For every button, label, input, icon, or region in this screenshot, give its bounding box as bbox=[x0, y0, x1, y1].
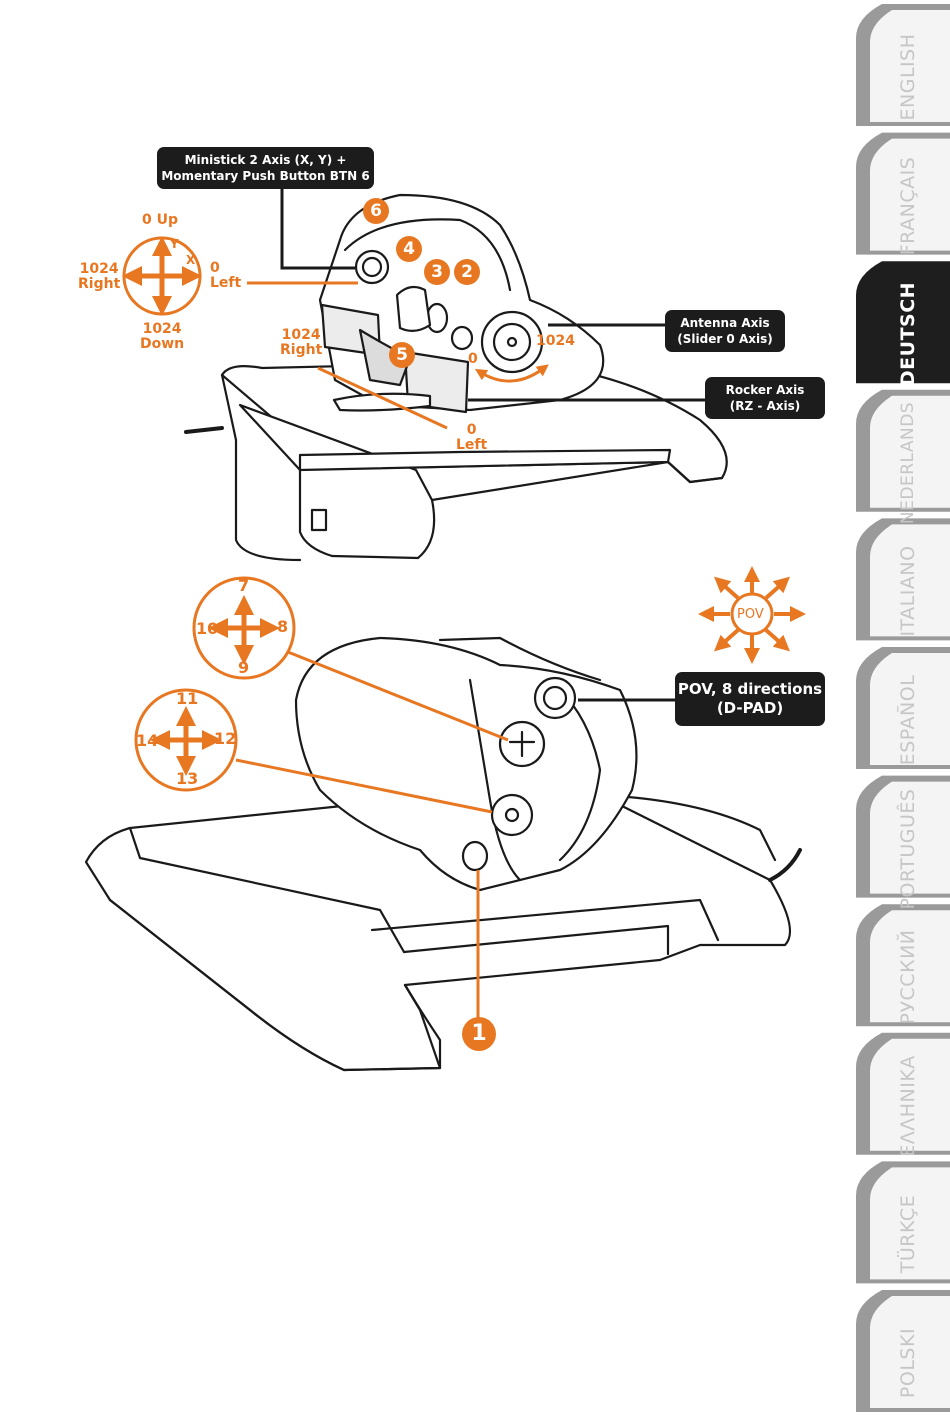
hat2-direction-cross bbox=[134, 688, 238, 792]
ministick-left-value: 0 bbox=[210, 260, 220, 276]
ministick-right-value: 1024 bbox=[79, 261, 119, 277]
hat1-right: 8 bbox=[277, 617, 289, 636]
language-tab-2[interactable] bbox=[856, 261, 950, 384]
button-number-1: 1 bbox=[462, 1017, 496, 1051]
language-tab-inner-10 bbox=[870, 1296, 950, 1408]
language-tab-inner-3 bbox=[870, 395, 950, 508]
ministick-label-line1: Ministick 2 Axis (X, Y) + bbox=[184, 153, 347, 167]
button-number-5: 5 bbox=[389, 342, 415, 368]
pov-label-line1: POV, 8 directions bbox=[677, 680, 823, 698]
button-number-4: 4 bbox=[396, 236, 422, 262]
language-tab-label-polski[interactable]: POLSKI bbox=[897, 1327, 919, 1399]
language-tab-label-deutsch[interactable]: DEUTSCH bbox=[897, 282, 919, 387]
language-tab-label-türkçe[interactable]: TÜRKÇE bbox=[897, 1195, 919, 1274]
ministick-left-label: 0 Left bbox=[210, 261, 241, 291]
rocker-label-line1: Rocker Axis bbox=[725, 383, 805, 397]
ministick-down-label: 1024 Down bbox=[140, 322, 184, 352]
rocker-left-label: 0 Left bbox=[456, 423, 487, 453]
ministick-left-word: Left bbox=[210, 275, 242, 291]
button-number-3: 3 bbox=[424, 259, 450, 285]
pov-badge-text: POV bbox=[737, 607, 764, 622]
throttle-side-view bbox=[84, 636, 802, 1072]
rocker-left-word: Left bbox=[456, 437, 488, 453]
language-tab-label-italiano[interactable]: ITALIANO bbox=[897, 545, 919, 637]
ministick-x-label: X bbox=[186, 253, 196, 267]
rocker-right-word: Right bbox=[280, 342, 323, 358]
language-tab-label-français[interactable]: FRANÇAIS bbox=[897, 156, 919, 255]
language-tab-inner-6 bbox=[870, 781, 950, 894]
throttle-top-view bbox=[184, 193, 728, 562]
language-tab-inner-4 bbox=[870, 524, 950, 637]
ministick-label-line2: Momentary Push Button BTN 6 bbox=[161, 169, 370, 183]
language-tab-inner-7 bbox=[870, 910, 950, 1023]
language-tab-inner-0 bbox=[870, 10, 950, 122]
language-tab-inner-8 bbox=[870, 1038, 950, 1151]
bottom-hat-lines bbox=[235, 650, 509, 1022]
top-leader-lines bbox=[280, 188, 706, 402]
rocker-right-value: 1024 bbox=[281, 327, 321, 343]
language-tab-strip bbox=[856, 4, 950, 1412]
pov-8-direction-icon bbox=[698, 566, 806, 664]
ministick-down-value: 1024 bbox=[142, 321, 182, 337]
language-tab-label-english[interactable]: ENGLISH bbox=[897, 33, 919, 121]
hat1-top: 7 bbox=[238, 576, 250, 595]
ministick-label: Ministick 2 Axis (X, Y) + Momentary Push… bbox=[157, 147, 374, 189]
antenna-max-label: 1024 bbox=[536, 333, 575, 349]
language-tab-label-nederlands[interactable]: NEDERLANDS bbox=[898, 401, 918, 524]
hat1-bottom: 9 bbox=[238, 658, 250, 677]
hat2-left: 14 bbox=[136, 731, 159, 750]
rocker-label-line2: (RZ - Axis) bbox=[729, 399, 801, 413]
ministick-axis-cross bbox=[122, 236, 202, 316]
language-tab-inner-9 bbox=[870, 1167, 950, 1280]
rocker-axis-label: Rocker Axis (RZ - Axis) bbox=[705, 377, 825, 419]
pov-label: POV, 8 directions (D-PAD) bbox=[675, 672, 825, 726]
language-tab-label-português[interactable]: PORTUGUÊS bbox=[897, 788, 919, 910]
language-tab-inner-1 bbox=[870, 138, 950, 251]
language-tab-label-русский[interactable]: РУССКИЙ bbox=[897, 929, 919, 1025]
ministick-down-word: Down bbox=[140, 336, 185, 352]
ministick-up-label: 0 Up bbox=[142, 212, 179, 228]
ministick-right-word: Right bbox=[78, 276, 121, 292]
rocker-right-label: 1024 Right bbox=[280, 328, 322, 358]
pov-label-line2: (D-PAD) bbox=[716, 699, 784, 717]
antenna-min-label: 0 bbox=[468, 351, 478, 367]
throttle-illustration bbox=[84, 188, 806, 1072]
hat2-top: 11 bbox=[176, 689, 199, 708]
ministick-right-label: 1024 Right bbox=[78, 262, 120, 292]
button-number-2: 2 bbox=[454, 259, 480, 285]
antenna-axis-label: Antenna Axis (Slider 0 Axis) bbox=[665, 310, 785, 352]
hat2-right: 12 bbox=[214, 729, 237, 748]
language-tab-label-ελληνικα[interactable]: ΕΛΛΗΝΙΚΑ bbox=[897, 1055, 919, 1157]
hat2-bottom: 13 bbox=[176, 769, 199, 788]
hat1-direction-cross bbox=[192, 576, 296, 680]
language-tab-label-español[interactable]: ESPAÑOL bbox=[897, 674, 919, 766]
button-number-6: 6 bbox=[363, 198, 389, 224]
hat1-left: 10 bbox=[196, 619, 219, 638]
ministick-y-label: Y bbox=[170, 237, 179, 251]
language-tab-inner-5 bbox=[870, 653, 950, 765]
antenna-label-line1: Antenna Axis bbox=[680, 316, 770, 330]
rocker-left-value: 0 bbox=[466, 422, 477, 438]
antenna-label-line2: (Slider 0 Axis) bbox=[677, 332, 773, 346]
top-axis-lines bbox=[247, 281, 549, 430]
